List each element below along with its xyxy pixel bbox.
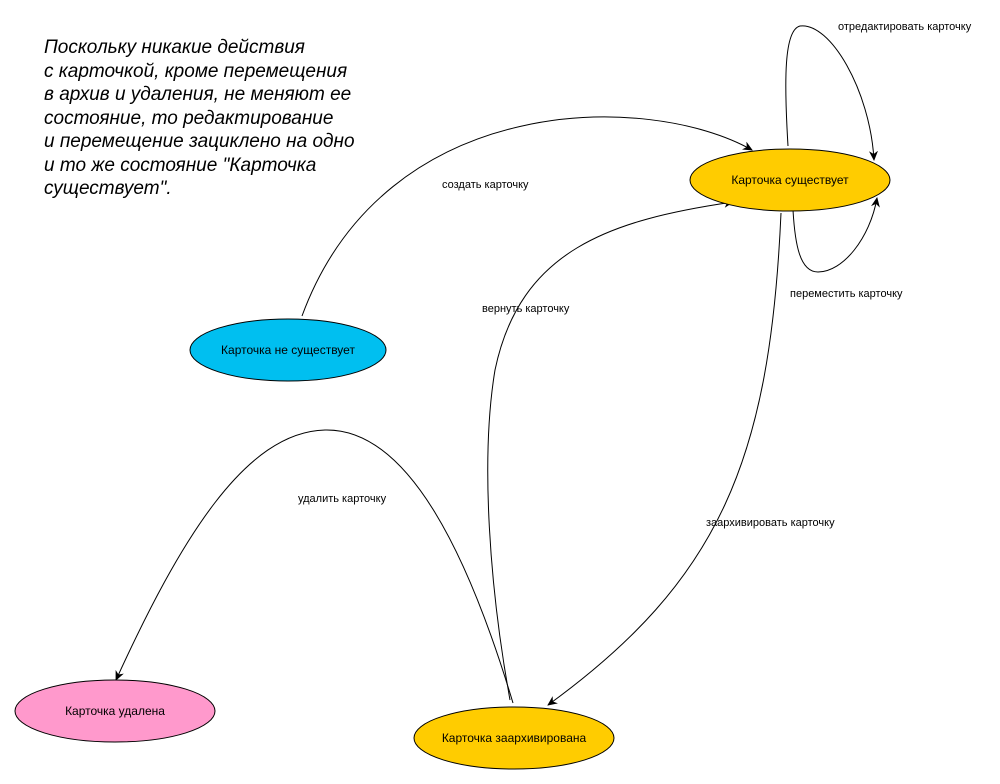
state-exists-label: Карточка существует — [731, 173, 849, 187]
edge-move-loop — [792, 197, 880, 273]
edge-restore — [487, 198, 734, 701]
note-line: и перемещение зациклено на одно — [44, 131, 355, 152]
state-archived-label: Карточка заархивирована — [442, 731, 587, 745]
state-deleted-label: Карточка удалена — [65, 704, 165, 718]
state-archived: Карточка заархивирована — [413, 706, 615, 770]
state-exists-shape — [689, 148, 891, 212]
edge-edit-label: отредактировать карточку — [838, 21, 972, 33]
edge-delete-label: удалить карточку — [298, 493, 387, 505]
state-exists: Карточка существует — [689, 148, 891, 212]
note-line: Поскольку никакие действия — [44, 37, 305, 58]
edge-create — [301, 116, 753, 317]
note-line: с карточкой, кроме перемещения — [44, 60, 348, 82]
note-line: состояние, то редактирование — [44, 107, 334, 129]
edge-delete — [115, 429, 514, 704]
state-deleted: Карточка удалена — [14, 679, 216, 743]
edge-create-label: создать карточку — [442, 179, 529, 191]
note-line: в архив и удаления, не меняют ее — [44, 84, 352, 105]
note-line: и то же состояние "Карточка — [44, 154, 317, 176]
edge-move-label: переместить карточку — [790, 288, 903, 300]
diagram-note: Поскольку никакие действия с карточкой, … — [44, 36, 404, 201]
state-deleted-shape — [14, 679, 216, 743]
edge-archive-label: заархивировать карточку — [706, 517, 835, 529]
edge-edit-loop — [785, 25, 878, 161]
state-not-exists-shape — [189, 318, 387, 382]
edge-restore-label: вернуть карточку — [482, 303, 570, 315]
edge-archive — [547, 212, 782, 706]
note-line: существует". — [44, 178, 172, 199]
state-archived-shape — [413, 706, 615, 770]
state-not-exists: Карточка не существует — [189, 318, 387, 382]
state-not-exists-label: Карточка не существует — [221, 343, 355, 357]
